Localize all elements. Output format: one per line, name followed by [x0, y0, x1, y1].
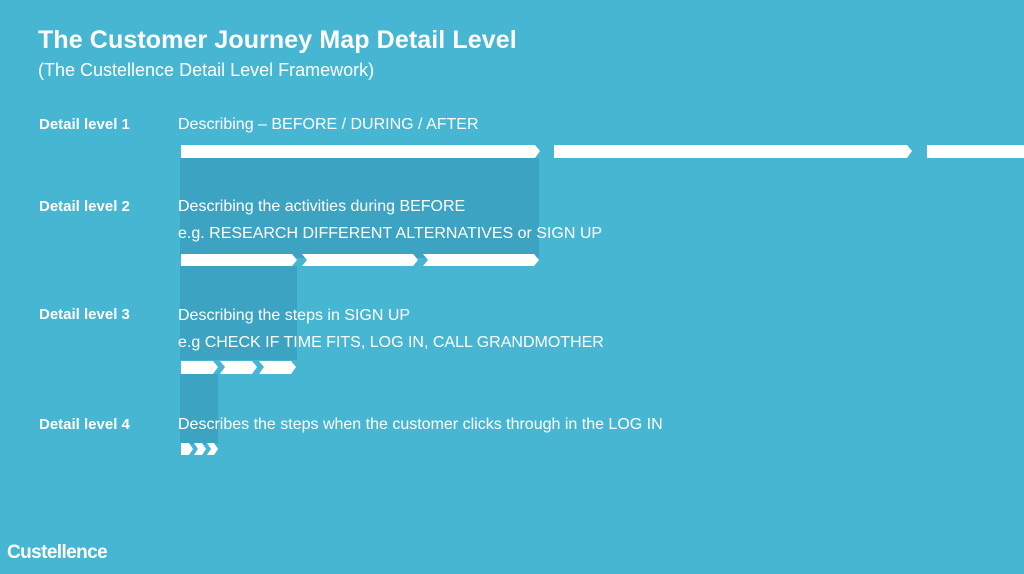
detail-level-2-line-2: e.g. RESEARCH DIFFERENT ALTERNATIVES or …: [178, 225, 603, 242]
detail-level-2-label: Detail level 2: [39, 198, 130, 215]
detail-level-4-description: Describes the steps when the customer cl…: [178, 411, 663, 438]
detail-level-3-line-1: Describing the steps in SIGN UP: [178, 307, 411, 324]
detail-level-3-line-2: e.g CHECK IF TIME FITS, LOG IN, CALL GRA…: [178, 334, 604, 351]
detail-level-2-description: Describing the activities during BEFORE …: [178, 193, 602, 247]
zoom-band-level-2: [180, 158, 539, 258]
slide-title: The Customer Journey Map Detail Level: [38, 26, 517, 54]
level-1-arrow-after: [927, 145, 1024, 158]
level-3-arrow-2: [220, 361, 257, 374]
custellence-logo: Custellence: [7, 542, 108, 563]
slide-subtitle: (The Custellence Detail Level Framework): [38, 60, 375, 80]
detail-level-4-label: Detail level 4: [39, 416, 130, 433]
level-4-arrow-3: [207, 443, 218, 455]
detail-level-1-description: Describing – BEFORE / DURING / AFTER: [178, 111, 479, 138]
level-1-arrow-during: [554, 145, 912, 158]
detail-level-3-label: Detail level 3: [39, 306, 130, 323]
level-1-arrow-before: [181, 145, 540, 158]
detail-level-1-label: Detail level 1: [39, 116, 130, 133]
detail-level-1-line-1: Describing – BEFORE / DURING / AFTER: [178, 116, 479, 133]
detail-level-3-description: Describing the steps in SIGN UP e.g CHEC…: [178, 302, 604, 356]
zoom-band-level-4: [180, 374, 218, 444]
level-4-arrow-1: [181, 443, 193, 455]
level-4-arrow-2: [194, 443, 206, 455]
zoom-band-level-3: [180, 266, 297, 360]
level-3-arrow-3: [259, 361, 296, 374]
level-3-arrow-1: [181, 361, 218, 374]
detail-level-4-line-1: Describes the steps when the customer cl…: [178, 416, 663, 433]
detail-level-2-line-1: Describing the activities during BEFORE: [178, 198, 466, 215]
